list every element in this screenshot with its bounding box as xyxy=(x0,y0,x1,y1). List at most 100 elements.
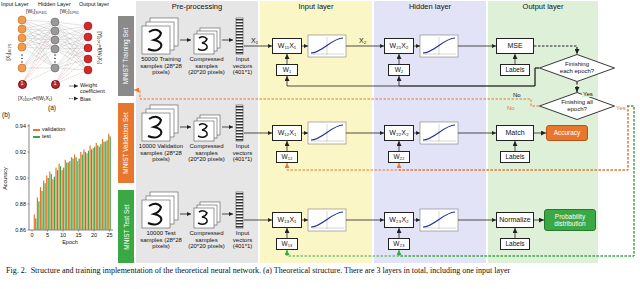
accuracy-bar xyxy=(105,142,106,230)
accuracy-bar xyxy=(107,140,108,230)
text-label: 0.90 xyxy=(6,175,26,181)
accuracy-bar xyxy=(37,198,38,231)
synapse-line xyxy=(22,29,55,68)
weight-box: W₁₂ xyxy=(276,151,298,163)
synapse-line xyxy=(55,22,88,26)
neuron xyxy=(51,45,59,53)
weight-box: W₁₃ xyxy=(276,238,298,250)
synapse-line xyxy=(55,26,88,40)
legend-text: validation xyxy=(42,126,65,132)
node-text: Normalize xyxy=(499,216,531,224)
node-text: Finishing all epoch? xyxy=(559,99,595,112)
accuracy-bar xyxy=(43,181,44,230)
text-label: 0.94 xyxy=(6,123,26,129)
accuracy-bar xyxy=(35,218,36,230)
x-tick xyxy=(63,230,64,232)
synapse-line xyxy=(55,48,88,84)
validation-row-art xyxy=(142,105,496,144)
label-holder: [X₂]₃₁ₓ₁=f(W₁X₁) xyxy=(18,96,52,102)
result-box: Probability distribution xyxy=(544,209,596,231)
text-label: (a) xyxy=(48,104,56,111)
legend-swatch xyxy=(33,129,40,132)
dataset-band: MNIST Training Set xyxy=(118,16,134,96)
accuracy-bar xyxy=(59,164,60,230)
weighted-sum-box: W₁₃X₁ xyxy=(272,212,302,228)
legend-holder: test xyxy=(42,133,51,139)
flow-connector xyxy=(287,68,539,86)
labels-box: Labels xyxy=(500,238,530,250)
label-holder: Output layer xyxy=(79,1,109,7)
output-op-box: Match xyxy=(496,125,534,141)
text-label: 0 xyxy=(26,232,38,238)
synapse-line xyxy=(55,49,88,59)
accuracy-bar xyxy=(62,170,63,230)
text-label: Input Layer xyxy=(1,1,29,7)
synapse-line xyxy=(55,31,88,70)
legend-holder: Bias xyxy=(80,96,91,102)
synapse-line xyxy=(22,22,55,47)
decision-diamond: Finishing all epoch? xyxy=(539,92,615,120)
flow-connector xyxy=(399,228,400,238)
text-label: Compressed samples (20*20 pixels) xyxy=(186,56,227,76)
y-axis xyxy=(29,124,30,230)
accuracy-bar xyxy=(57,170,58,230)
node-text: Probability distribution xyxy=(545,213,595,227)
synapse-line xyxy=(55,49,88,70)
node-text: MNIST Test Set xyxy=(118,190,134,263)
flow-connector xyxy=(287,228,288,238)
ellipsis-dot xyxy=(54,61,56,63)
node-text: MSE xyxy=(507,42,522,50)
synapse-line xyxy=(22,31,55,84)
label-holder: X₁ xyxy=(251,37,258,45)
accuracy-bar xyxy=(77,161,78,230)
node-text: MNIST Training Set xyxy=(118,16,134,96)
synapse-line xyxy=(22,31,55,68)
label-holder: Input Layer xyxy=(1,1,29,7)
text-label: 20 xyxy=(88,232,100,238)
synapse-line xyxy=(55,26,88,31)
x-tick xyxy=(109,230,110,232)
band-heading: Input layer xyxy=(260,1,372,11)
weighted-sum-box: W₂₂X₂ xyxy=(384,125,414,141)
node-text: W₁₁X₁ xyxy=(278,42,296,50)
band-heading: Pre-processing xyxy=(136,1,258,11)
flow-connector xyxy=(399,68,539,86)
text-label: Output layer xyxy=(79,1,109,7)
accuracy-bar xyxy=(69,161,70,230)
neuron xyxy=(18,43,26,51)
accuracy-bar xyxy=(49,172,50,231)
node-text: W₂₃X₂ xyxy=(389,216,409,224)
label-holder: 15 xyxy=(73,232,85,238)
label-holder: 10 xyxy=(57,232,69,238)
text-label: 50000 Training samples (28*28 pixels) xyxy=(137,56,185,76)
text-label: 0.88 xyxy=(6,201,26,207)
synapse-line xyxy=(22,20,55,31)
label-holder: [Y]₁₀ₓ₁=f(W₂X₂) xyxy=(97,24,103,72)
label-holder: 0.86 xyxy=(6,227,26,233)
ellipsis-dot xyxy=(21,54,23,56)
accuracy-bar xyxy=(74,155,75,230)
text-label: 5 xyxy=(42,232,54,238)
label-holder: Compressed samples (20*20 pixels) xyxy=(186,56,227,76)
synapse-line xyxy=(55,59,88,84)
synapse-line xyxy=(55,26,88,49)
label-holder: Compressed samples (20*20 pixels) xyxy=(186,230,227,250)
node-text: Labels xyxy=(505,66,524,73)
legend-holder: validation xyxy=(42,126,65,132)
neuron xyxy=(18,25,26,33)
flow-connector xyxy=(534,46,577,54)
weighted-sum-box: W₁₂X₁ xyxy=(272,125,302,141)
label-holder: (a) xyxy=(48,104,56,111)
synapse-line xyxy=(22,68,55,69)
output-op-box: Normalize xyxy=(496,212,534,228)
neuron xyxy=(51,27,59,35)
stage-band: MSELabelsMatchLabelsAccuracyNormalizeLab… xyxy=(488,1,598,263)
accuracy-bar xyxy=(51,174,52,230)
diamond-outline xyxy=(540,55,615,82)
synapse-line xyxy=(55,22,88,59)
label-holder: Hidden Layer xyxy=(38,1,71,7)
accuracy-bar xyxy=(83,149,84,230)
accuracy-bar xyxy=(91,149,92,230)
labels-box: Labels xyxy=(500,64,530,76)
synapse-line xyxy=(55,48,88,49)
